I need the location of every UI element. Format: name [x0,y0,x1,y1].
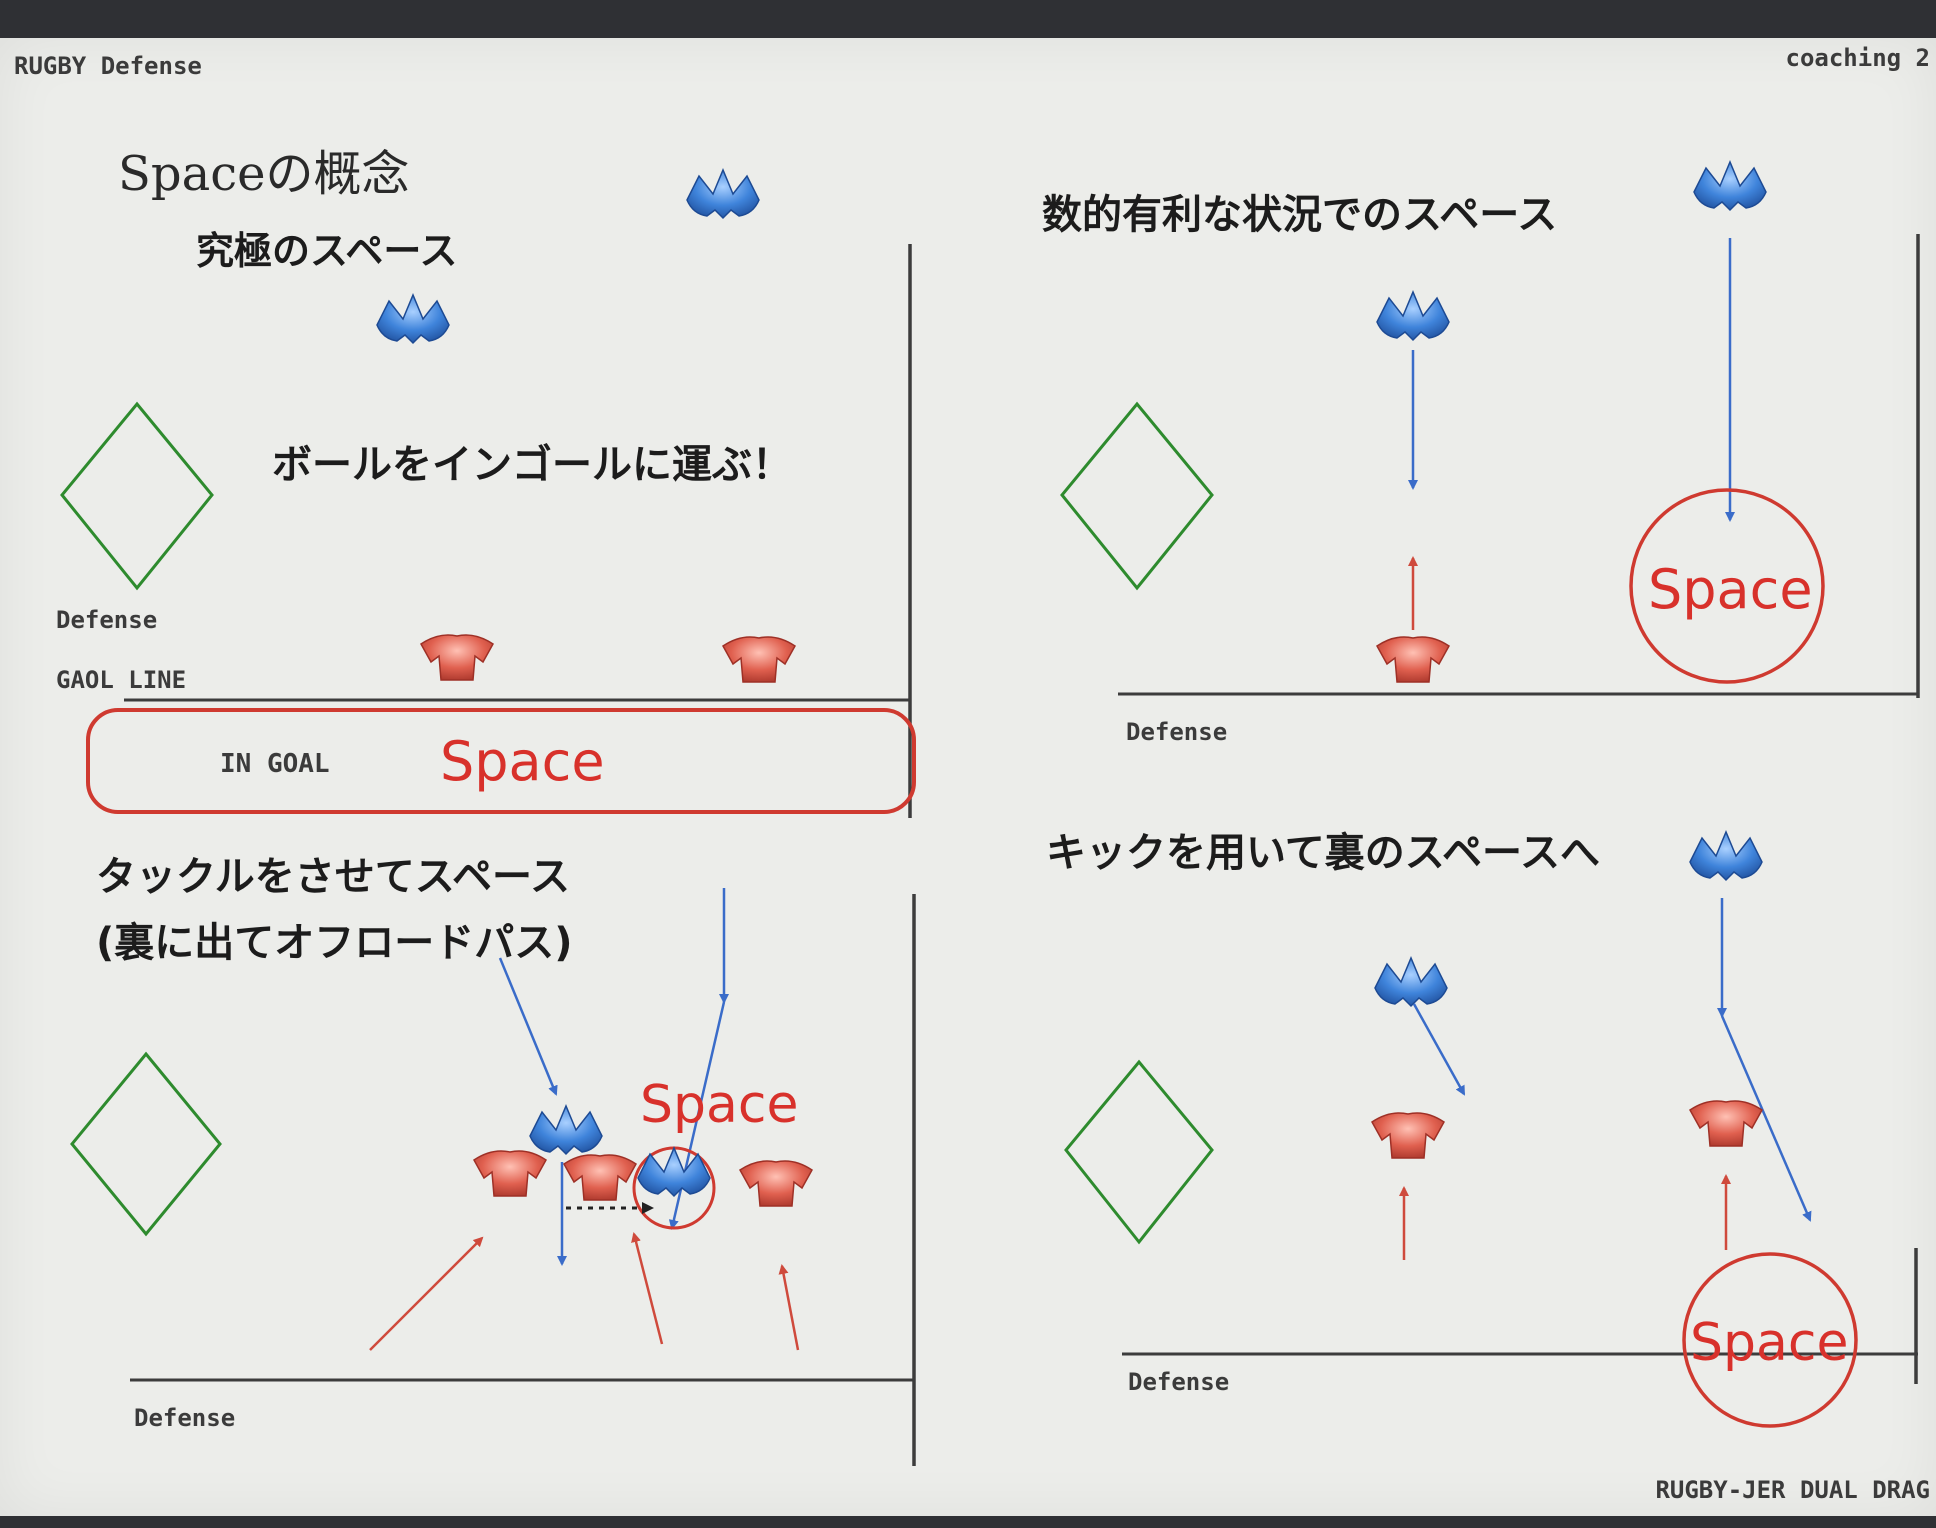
tackle-arrow [369,1236,484,1351]
cone-marker [60,401,214,591]
attacker-icon [529,1105,603,1155]
defender-icon [739,1160,813,1207]
run-arrow [1412,1003,1466,1096]
attacker-icon [1693,161,1767,211]
footer-text: RUGBY-JER DUAL DRAG [1655,1476,1930,1504]
defender-icon [722,636,796,683]
attacker-icon [686,169,760,219]
run-arrow [498,957,558,1096]
space-circle [1629,488,1825,684]
space-label: Space [640,1075,798,1135]
drift-arrow [778,1264,800,1351]
header-right: coaching 2 [1786,44,1931,72]
space-label: Space [440,730,605,793]
panel-tackle-offload: タックルをさせてスペース (裏に出てオフロードパス) Space Defense [70,854,916,1466]
space-circle [1682,1252,1858,1428]
panel3-defense-label: Defense [134,1404,235,1432]
in-goal-area [86,708,916,814]
panel1-defense-label: Defense [56,606,157,634]
panel-kick-behind: キックを用いて裏のスペースへ Space Defense [1046,830,1918,1428]
header-left: RUGBY Defense [14,52,202,80]
cone-marker [1064,1059,1214,1245]
space-label: Space [1648,558,1813,621]
attacker-icon [1689,831,1763,881]
defender-icon [563,1154,637,1201]
defender-icon [473,1150,547,1197]
kick-arrow [1720,1015,1812,1222]
page-title: Spaceの概念 [118,146,410,202]
attacker-icon [637,1147,711,1197]
space-label: Space [1690,1313,1848,1373]
panel2-defense-label: Defense [1126,718,1227,746]
attacker-icon [1376,291,1450,341]
in-goal-label: IN GOAL [220,749,330,779]
defender-icon [1376,636,1450,683]
panel-numerical-advantage: 数的有利な状況でのスペース Space Defense [1042,161,1920,746]
attacker-icon [376,294,450,344]
cone-marker [70,1051,222,1237]
panel3-title-line1: タックルをさせてスペース [96,854,570,900]
panel1-caption: ボールをインゴールに運ぶ！ [272,442,792,488]
defender-icon [1371,1112,1445,1159]
panel4-title: キックを用いて裏のスペースへ [1046,830,1600,876]
panel1-subtitle: 究極のスペース [196,229,457,273]
goal-line-label: GAOL LINE [56,666,186,694]
cone-marker [1060,401,1214,591]
panel4-defense-label: Defense [1128,1368,1229,1396]
defender-icon [420,634,494,681]
defender-icon [1689,1100,1763,1147]
rugby-defense-diagram: RUGBY Defense coaching 2 RUGBY-JER DUAL … [14,44,1931,1504]
attacker-icon [1374,957,1448,1007]
panel2-title: 数的有利な状況でのスペース [1042,192,1557,238]
panel-ultimate-space: Spaceの概念 究極のスペース ボールをインゴールに運ぶ！ Defense G… [56,146,916,818]
panel3-title-line2: (裏に出てオフロードパス) [96,920,573,966]
diagram-slide: RUGBY Defense coaching 2 RUGBY-JER DUAL … [0,38,1936,1516]
tackle-arrow [631,1232,664,1345]
